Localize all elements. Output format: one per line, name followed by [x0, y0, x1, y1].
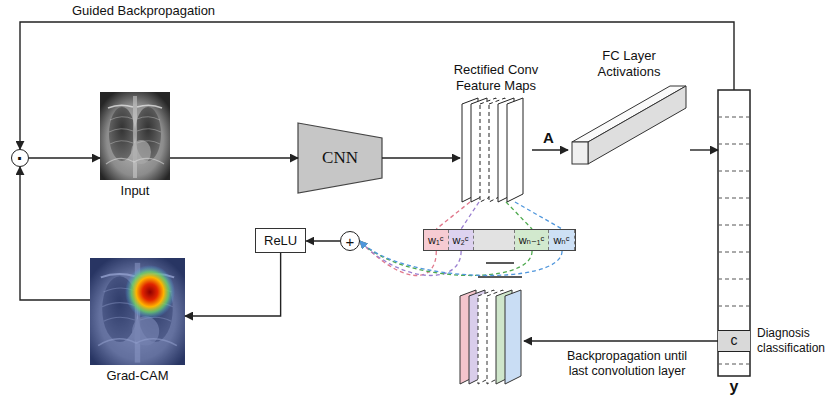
edge-label: Backpropagation until last convolution l… — [556, 349, 698, 379]
operator-symbol: · — [17, 148, 24, 168]
box-label: ReLU — [264, 233, 297, 248]
connector-line — [29, 157, 100, 158]
connector-line — [524, 340, 718, 341]
image-caption: Input — [121, 183, 150, 198]
connector — [20, 167, 90, 300]
gradient-map-stack — [458, 288, 524, 384]
vector-name: y — [730, 378, 739, 395]
feature-map-stack: Rectified Conv Feature Maps — [460, 98, 532, 202]
sum-circle: + — [340, 231, 360, 251]
output-vector: cy — [718, 90, 750, 376]
weight-cell: wₙ₋₁ᶜ — [515, 230, 550, 250]
weight-vector: w₁ᶜw₂ᶜ wₙ₋₁ᶜwₙᶜ — [423, 229, 576, 251]
weight-cell: w₁ᶜ — [424, 230, 449, 250]
weight-link — [515, 202, 562, 229]
connector — [532, 150, 568, 151]
edge-label: A — [541, 129, 556, 146]
block-label: CNN — [322, 148, 358, 168]
weight-cell: wₙᶜ — [549, 230, 574, 250]
weight-link — [506, 202, 532, 229]
connector-line — [382, 157, 460, 158]
edge-label: Guided Backpropagation — [70, 3, 217, 19]
annotation: Diagnosis classification — [757, 326, 833, 356]
stack-heading: Rectified Conv Feature Maps — [444, 62, 548, 94]
weight-link — [461, 202, 479, 229]
connector-line — [20, 22, 734, 149]
connector — [690, 150, 718, 151]
connector-line — [185, 253, 281, 316]
connector — [29, 158, 100, 159]
gradcam-image: Grad-CAM — [90, 258, 185, 365]
multiply-circle: · — [11, 149, 29, 167]
connector-line — [690, 149, 718, 150]
input-image: Input — [100, 92, 170, 180]
connector — [382, 158, 460, 159]
weight-gap — [474, 230, 515, 250]
connector-line — [532, 149, 568, 150]
connector-line — [306, 240, 340, 241]
class-cell: c — [718, 330, 750, 352]
operator-symbol: + — [346, 234, 355, 249]
connector — [170, 158, 298, 159]
connector — [436, 202, 562, 229]
connector — [185, 253, 281, 316]
layer-heading: FC Layer Activations — [583, 48, 675, 80]
weight-link — [436, 202, 470, 229]
connector-line — [20, 167, 90, 300]
connector-line — [170, 157, 298, 158]
cnn-block: CNN — [298, 123, 382, 193]
connector — [306, 241, 340, 242]
fc-layer: FC Layer Activations — [568, 84, 690, 166]
relu-box: ReLU — [255, 228, 306, 253]
connector — [524, 341, 718, 342]
image-caption: Grad-CAM — [106, 368, 168, 383]
weight-cell: w₂ᶜ — [449, 230, 474, 250]
connector — [20, 22, 734, 149]
